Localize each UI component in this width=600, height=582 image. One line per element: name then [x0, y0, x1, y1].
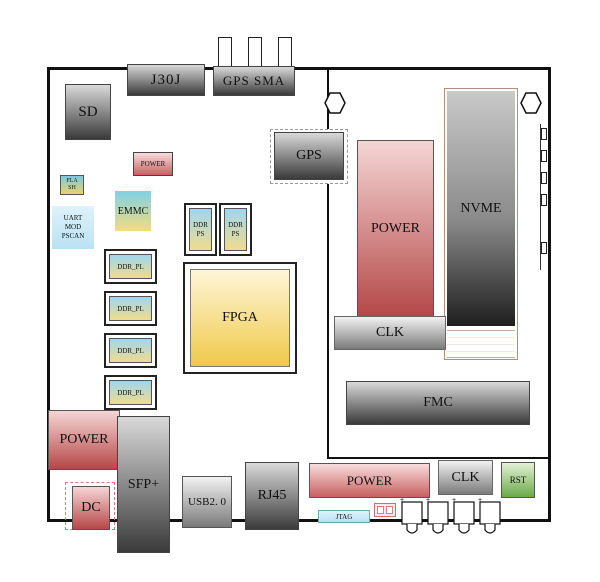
gps-sma-label: GPS SMA — [222, 73, 286, 88]
fpga-label: FPGA — [222, 310, 258, 325]
sma-bottom-connectors-icon: + + + + — [400, 497, 501, 534]
ddr-pl-label: DDR_PL — [117, 346, 144, 355]
ddr-pl-label: DDR_PL — [117, 262, 144, 271]
side-pin — [541, 242, 547, 254]
power-small-label: POWER — [140, 160, 166, 168]
usb-port: USB2. 0 — [182, 476, 232, 528]
sd-card-slot: SD — [65, 84, 111, 140]
side-pin — [541, 150, 547, 162]
led — [386, 506, 393, 514]
sfp-cage: SFP+ — [117, 416, 170, 553]
nvme-label: NVME — [460, 201, 502, 216]
power-small-block: POWER — [133, 152, 173, 176]
jtag-label: JTAG — [335, 512, 353, 521]
side-pin — [541, 194, 547, 206]
ddr-ps-1: DDR PS — [189, 208, 212, 251]
svg-text:+: + — [452, 497, 456, 504]
uart-module: UART MOD PSCAN — [52, 206, 94, 249]
flash-chip: FLA SH — [60, 175, 84, 195]
fmc-region-outline — [327, 69, 549, 459]
side-pin — [541, 128, 547, 140]
ddr-pl-3: DDR_PL — [109, 338, 152, 363]
fpga-chip: FPGA — [190, 269, 290, 367]
board-edge-left — [47, 67, 50, 522]
side-pin — [541, 172, 547, 184]
gps-module: GPS — [274, 132, 344, 180]
power-left-label: POWER — [59, 432, 109, 447]
svg-text:+: + — [478, 497, 482, 504]
rst-label: RST — [509, 475, 527, 485]
gps-label: GPS — [296, 148, 322, 163]
board-edge-bottom — [47, 519, 551, 522]
power-bottom-label: POWER — [346, 472, 393, 488]
ddr-pl-label: DDR_PL — [117, 304, 144, 313]
dc-jack: DC — [72, 486, 110, 530]
j30j-label: J30J — [150, 71, 182, 88]
sfp-label: SFP+ — [127, 476, 160, 492]
led — [377, 506, 384, 514]
usb-label: USB2. 0 — [188, 496, 226, 508]
board-edge-right — [548, 67, 551, 522]
clk-bottom-label: CLK — [451, 469, 480, 485]
sma-antenna-2 — [248, 37, 262, 69]
gps-sma-connector: GPS SMA — [213, 66, 295, 96]
jtag-header: JTAG — [318, 510, 370, 523]
emmc-chip: EMMC — [115, 191, 151, 231]
uart-label: UART MOD PSCAN — [61, 214, 85, 240]
mounting-hole-icon — [324, 92, 346, 114]
ddr-pl-2: DDR_PL — [109, 296, 152, 321]
svg-text:+: + — [426, 497, 430, 504]
power-center-block: POWER — [357, 140, 434, 318]
ddr-pl-label: DDR_PL — [117, 388, 144, 397]
clk-bottom-block: CLK — [438, 460, 493, 495]
nvme-slot-frame — [444, 88, 518, 360]
nvme-connector — [447, 330, 515, 358]
power-center-label: POWER — [371, 221, 420, 236]
rj45-port: RJ45 — [245, 462, 299, 530]
sma-antenna-1 — [218, 37, 232, 69]
flash-label: FLA SH — [66, 178, 78, 191]
fmc-label: FMC — [423, 395, 453, 410]
mounting-hole-icon — [520, 92, 542, 114]
j30j-connector: J30J — [127, 64, 205, 96]
clk-center-label: CLK — [376, 325, 404, 340]
sma-antenna-3 — [278, 37, 292, 69]
sd-label: SD — [78, 103, 98, 120]
ddr-ps-2: DDR PS — [224, 208, 247, 251]
power-left-block: POWER — [48, 410, 120, 470]
fmc-connector: FMC — [346, 381, 530, 425]
ddr-ps-label: DDR PS — [193, 220, 208, 238]
svg-text:+: + — [400, 497, 404, 504]
dc-label: DC — [81, 500, 101, 515]
ddr-pl-4: DDR_PL — [109, 380, 152, 405]
rst-button: RST — [501, 462, 535, 498]
rj45-label: RJ45 — [257, 488, 287, 503]
ddr-ps-label: DDR PS — [228, 220, 243, 238]
power-bottom-block: POWER — [309, 463, 430, 498]
emmc-label: EMMC — [117, 205, 149, 217]
clk-center-block: CLK — [334, 316, 446, 350]
nvme-module: NVME — [447, 91, 515, 326]
board-edge-top — [47, 67, 551, 70]
side-connector-strip — [540, 124, 550, 270]
ddr-pl-1: DDR_PL — [109, 254, 152, 279]
